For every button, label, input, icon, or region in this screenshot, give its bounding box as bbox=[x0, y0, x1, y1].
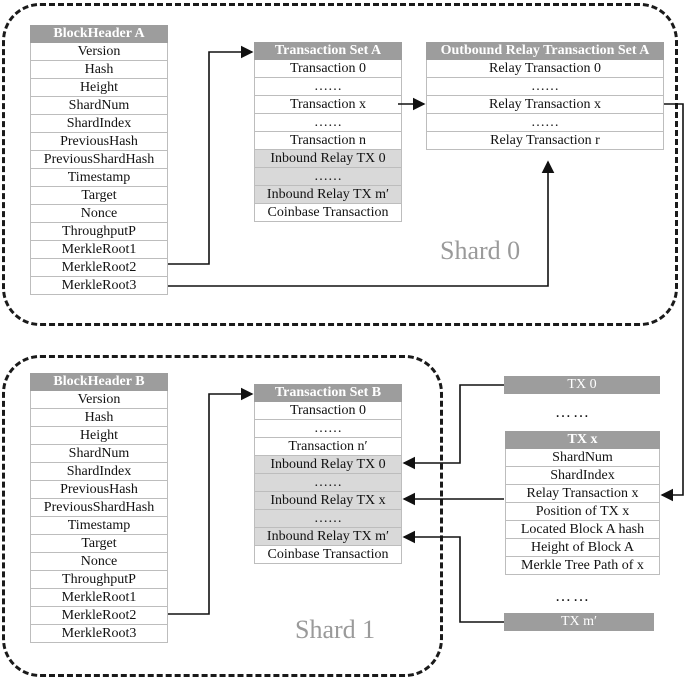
block-header-a-field-row: Nonce bbox=[30, 205, 168, 223]
transaction-set-b-row: Inbound Relay TX 0 bbox=[254, 456, 402, 474]
tx-m-bar: TX m′ bbox=[504, 613, 654, 631]
block-header-a-field-row: ShardNum bbox=[30, 97, 168, 115]
transaction-set-a-row: Inbound Relay TX 0 bbox=[254, 150, 402, 168]
arrow-merkleroot2-b-to-txset-b bbox=[168, 387, 254, 615]
tx-x-field-row: ShardIndex bbox=[505, 467, 660, 485]
block-header-b-field-row: PreviousShardHash bbox=[30, 499, 168, 517]
dots-bottom: …… bbox=[555, 588, 591, 605]
tx-x-field-row: Position of TX x bbox=[505, 503, 660, 521]
arrow-merkleroot2-to-txset-a bbox=[168, 45, 254, 265]
block-header-b-field-row: MerkleRoot1 bbox=[30, 589, 168, 607]
relay-set-a-row: …… bbox=[426, 114, 664, 132]
transaction-set-b-row: Inbound Relay TX x bbox=[254, 492, 402, 510]
block-header-a-title: BlockHeader A bbox=[30, 25, 168, 43]
block-header-b-field-row: ShardNum bbox=[30, 445, 168, 463]
shard-1-container bbox=[2, 355, 443, 677]
tx-x-field-row: ShardNum bbox=[505, 449, 660, 467]
block-header-a-field-row: Version bbox=[30, 43, 168, 61]
tx-x-field-row: Relay Transaction x bbox=[505, 485, 660, 503]
relay-set-a-row: …… bbox=[426, 78, 664, 96]
block-header-b-field-row: MerkleRoot2 bbox=[30, 607, 168, 625]
block-header-b-field-row: Timestamp bbox=[30, 517, 168, 535]
tx-0-bar: TX 0 bbox=[504, 376, 660, 394]
tx-x-field-row: Located Block A hash bbox=[505, 521, 660, 539]
transaction-set-a-row: …… bbox=[254, 168, 402, 186]
block-header-a-field-row: ShardIndex bbox=[30, 115, 168, 133]
transaction-set-b-row: …… bbox=[254, 420, 402, 438]
transaction-set-a-row: Transaction 0 bbox=[254, 60, 402, 78]
block-header-b-field-row: MerkleRoot3 bbox=[30, 625, 168, 643]
relay-set-a: Outbound Relay Transaction Set A Relay T… bbox=[426, 42, 664, 150]
block-header-b-field-row: PreviousHash bbox=[30, 481, 168, 499]
block-header-a-field-row: MerkleRoot3 bbox=[30, 277, 168, 295]
relay-set-a-title: Outbound Relay Transaction Set A bbox=[426, 42, 664, 60]
dots-top: …… bbox=[555, 404, 591, 421]
block-header-b-field-row: Target bbox=[30, 535, 168, 553]
block-header-a-field-row: PreviousHash bbox=[30, 133, 168, 151]
arrow-tx-m-to-inbound-m bbox=[402, 530, 504, 623]
block-header-a-field-row: MerkleRoot1 bbox=[30, 241, 168, 259]
relay-set-a-row: Relay Transaction r bbox=[426, 132, 664, 150]
block-header-a-field-row: PreviousShardHash bbox=[30, 151, 168, 169]
block-header-a-field-row: ThroughputP bbox=[30, 223, 168, 241]
shard-1-label: Shard 1 bbox=[295, 615, 376, 644]
transaction-set-b-row: Coinbase Transaction bbox=[254, 546, 402, 564]
transaction-set-a-row: Inbound Relay TX m′ bbox=[254, 186, 402, 204]
shard-0-container bbox=[2, 3, 678, 326]
arrow-relay-x-to-tx-x bbox=[660, 103, 684, 502]
block-header-a-field-row: Hash bbox=[30, 61, 168, 79]
relay-set-a-row: Relay Transaction x bbox=[426, 96, 664, 114]
block-header-a-field-row: MerkleRoot2 bbox=[30, 259, 168, 277]
transaction-set-b-row: …… bbox=[254, 474, 402, 492]
block-header-b-field-row: ShardIndex bbox=[30, 463, 168, 481]
transaction-set-b-row: Inbound Relay TX m′ bbox=[254, 528, 402, 546]
block-header-a-field-row: Height bbox=[30, 79, 168, 97]
transaction-set-b: Transaction Set B Transaction 0……Transac… bbox=[254, 384, 402, 564]
block-header-a-field-row: Timestamp bbox=[30, 169, 168, 187]
transaction-set-b-title: Transaction Set B bbox=[254, 384, 402, 402]
transaction-set-a-row: Coinbase Transaction bbox=[254, 204, 402, 222]
block-header-b-field-row: Version bbox=[30, 391, 168, 409]
shard-0-label: Shard 0 bbox=[440, 236, 521, 265]
transaction-set-a-row: Transaction n bbox=[254, 132, 402, 150]
arrow-tx0-to-inbound-0 bbox=[402, 384, 504, 470]
transaction-set-a-row: Transaction x bbox=[254, 96, 402, 114]
relay-set-a-row: Relay Transaction 0 bbox=[426, 60, 664, 78]
block-header-b-title: BlockHeader B bbox=[30, 373, 168, 391]
transaction-set-a-title: Transaction Set A bbox=[254, 42, 402, 60]
block-header-a-field-row: Target bbox=[30, 187, 168, 205]
transaction-set-b-row: Transaction 0 bbox=[254, 402, 402, 420]
transaction-set-b-row: Transaction n′ bbox=[254, 438, 402, 456]
block-header-b-field-row: ThroughputP bbox=[30, 571, 168, 589]
block-header-b-field-row: Nonce bbox=[30, 553, 168, 571]
transaction-set-a-row: …… bbox=[254, 78, 402, 96]
transaction-set-b-row: …… bbox=[254, 510, 402, 528]
tx-x-field-row: Height of Block A bbox=[505, 539, 660, 557]
transaction-set-a: Transaction Set A Transaction 0……Transac… bbox=[254, 42, 402, 222]
tx-x-title: TX x bbox=[505, 431, 660, 449]
arrow-merkleroot3-to-relay-set bbox=[168, 160, 555, 287]
tx-x-field-row: Merkle Tree Path of x bbox=[505, 557, 660, 575]
transaction-set-a-row: …… bbox=[254, 114, 402, 132]
block-header-b-field-row: Height bbox=[30, 427, 168, 445]
block-header-b-field-row: Hash bbox=[30, 409, 168, 427]
